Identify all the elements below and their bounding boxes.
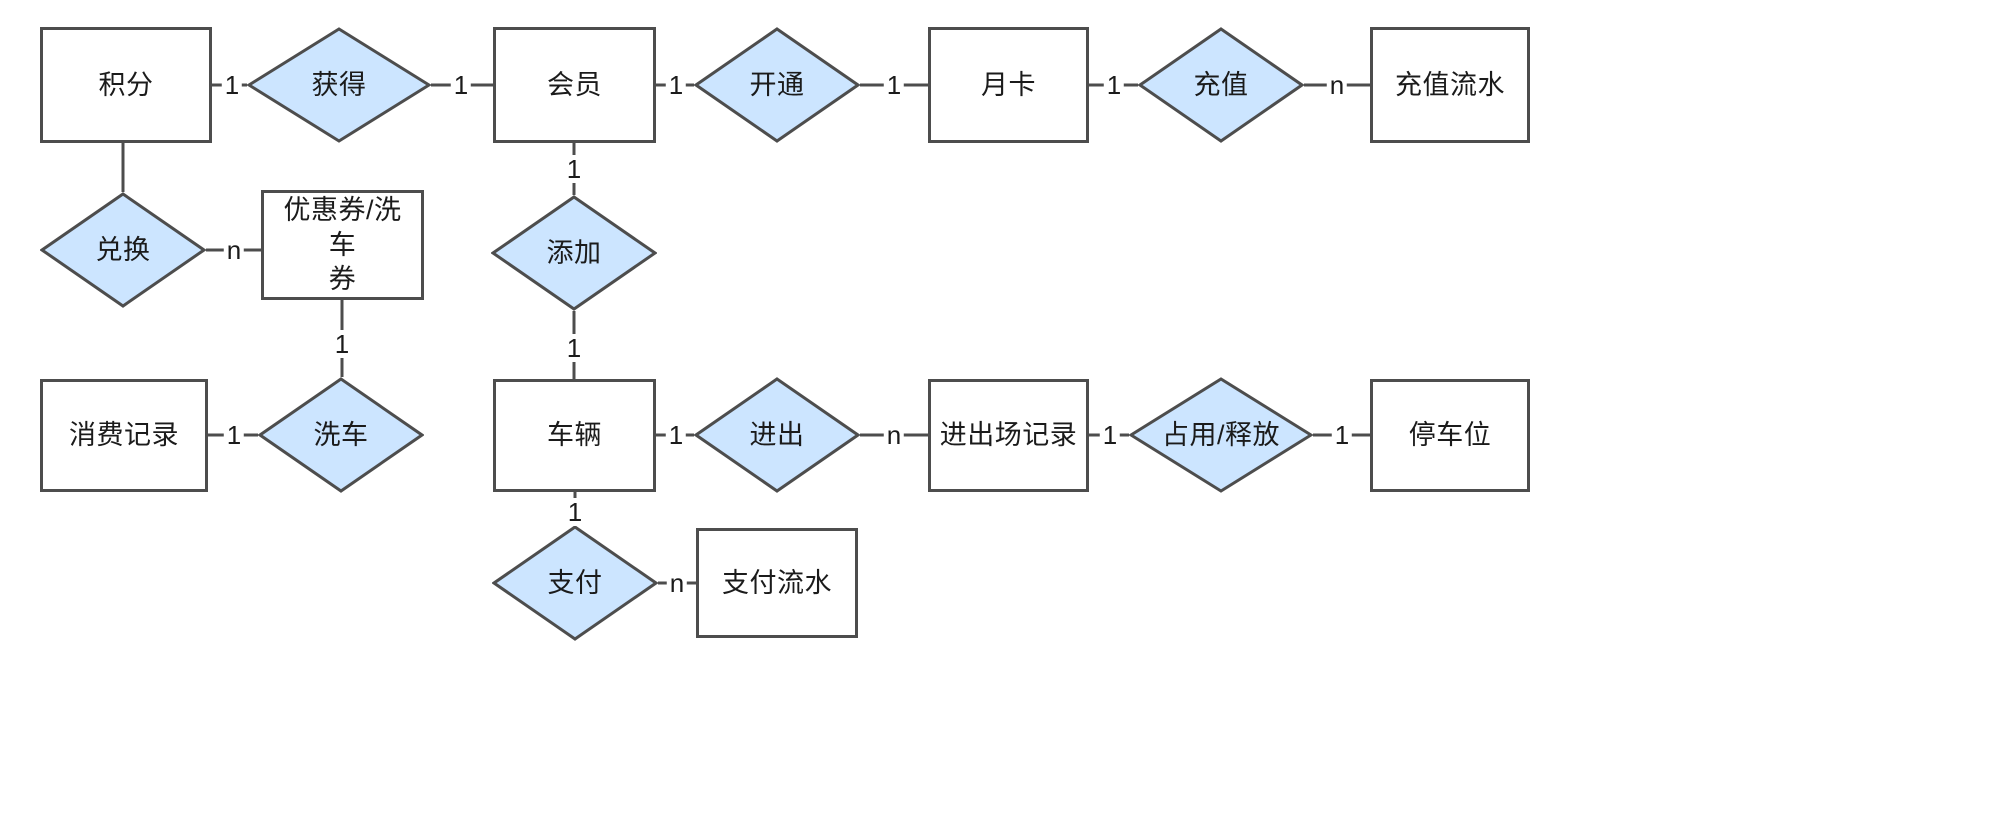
relationship-label: 兑换 [95,234,151,265]
relationship-huode[interactable]: 获得 [247,27,431,143]
relationship-label: 洗车 [313,419,369,450]
relationship-label: 开通 [749,69,805,100]
diamond-shape [40,192,206,308]
diamond-shape [1138,27,1304,143]
relationship-duihuan[interactable]: 兑换 [40,192,206,308]
entity-huiyuan[interactable]: 会员 [493,27,656,143]
entity-label: 充值流水 [1395,69,1505,100]
relationship-chongzhi[interactable]: 充值 [1138,27,1304,143]
cardinality-label: 1 [1103,71,1125,99]
relationship-zhanyong[interactable]: 占用/释放 [1129,377,1313,493]
relationship-zhifu[interactable]: 支付 [492,525,658,641]
cardinality-label: n [666,569,688,597]
relationship-label: 进出 [749,419,805,450]
cardinality-label: 1 [563,334,585,362]
entity-label: 车辆 [547,420,602,451]
relationship-label: 充值 [1193,69,1249,100]
entity-tingchewei[interactable]: 停车位 [1370,379,1530,492]
relationship-tianjia[interactable]: 添加 [491,195,657,311]
cardinality-label: 1 [563,155,585,183]
entity-zfls[interactable]: 支付流水 [696,528,858,638]
entity-xfjl[interactable]: 消费记录 [40,379,208,492]
relationship-label: 占用/释放 [1161,419,1280,450]
cardinality-label: 1 [564,498,586,526]
entity-quan[interactable]: 优惠券/洗车 券 [261,190,424,300]
diamond-shape [258,377,424,493]
cardinality-label: 1 [221,71,243,99]
entity-czls[interactable]: 充值流水 [1370,27,1530,143]
entity-label: 消费记录 [69,420,179,451]
entity-label: 积分 [98,69,154,100]
diamond-shape [1129,377,1313,493]
entity-label: 支付流水 [722,567,832,598]
cardinality-label: n [883,421,905,449]
diamond-shape [491,195,657,311]
entity-label: 月卡 [981,69,1036,100]
relationship-label: 添加 [546,237,602,268]
diamond-shape [247,27,431,143]
entity-label: 停车位 [1408,420,1492,451]
diamond-shape [694,377,860,493]
diamond-shape [694,27,860,143]
entity-label: 会员 [547,69,602,100]
cardinality-label: n [1326,71,1348,99]
relationship-label: 支付 [547,567,603,598]
relationship-kaitong[interactable]: 开通 [694,27,860,143]
entity-jifen[interactable]: 积分 [40,27,212,143]
cardinality-label: 1 [665,71,687,99]
relationship-xiche[interactable]: 洗车 [258,377,424,493]
relationship-label: 获得 [311,69,367,100]
entity-label: 优惠券/洗车 券 [283,195,402,295]
cardinality-label: 1 [331,330,353,358]
cardinality-label: 1 [665,421,687,449]
relationship-jinchu[interactable]: 进出 [694,377,860,493]
cardinality-label: n [223,236,245,264]
entity-cheliang[interactable]: 车辆 [493,379,656,492]
diamond-shape [492,525,658,641]
cardinality-label: 1 [1331,421,1353,449]
entity-label: 进出场记录 [939,420,1078,451]
entity-jccjl[interactable]: 进出场记录 [928,379,1089,492]
cardinality-label: 1 [883,71,905,99]
cardinality-label: 1 [1099,421,1121,449]
entity-yueka[interactable]: 月卡 [928,27,1089,143]
cardinality-label: 1 [223,421,245,449]
cardinality-label: 1 [450,71,472,99]
